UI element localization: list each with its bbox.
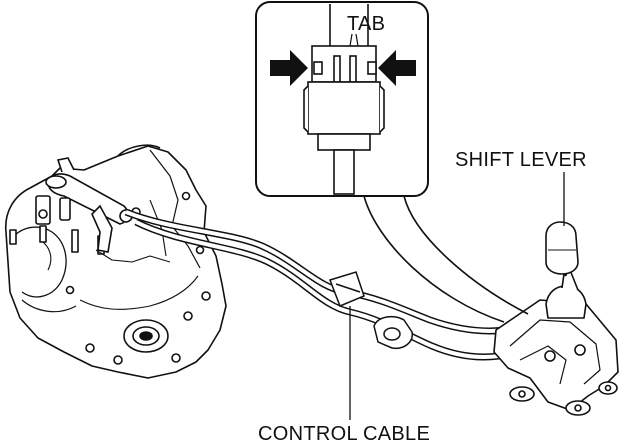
arrow-left-icon: [378, 50, 416, 86]
transaxle: [5, 144, 227, 379]
label-tab: TAB: [347, 13, 386, 35]
arrow-right-icon: [270, 50, 308, 86]
selector-linkage: [35, 157, 141, 253]
leader-lines: [349, 172, 565, 420]
cable-end-connector: [303, 4, 385, 195]
label-shift-lever: SHIFT LEVER: [455, 149, 587, 171]
cable-bracket: [373, 315, 413, 350]
shift-lever-assembly: [493, 221, 619, 416]
label-control-cable: CONTROL CABLE: [258, 423, 431, 445]
tab-detail-callout: [255, 1, 529, 323]
cable-clamp: [329, 271, 365, 307]
